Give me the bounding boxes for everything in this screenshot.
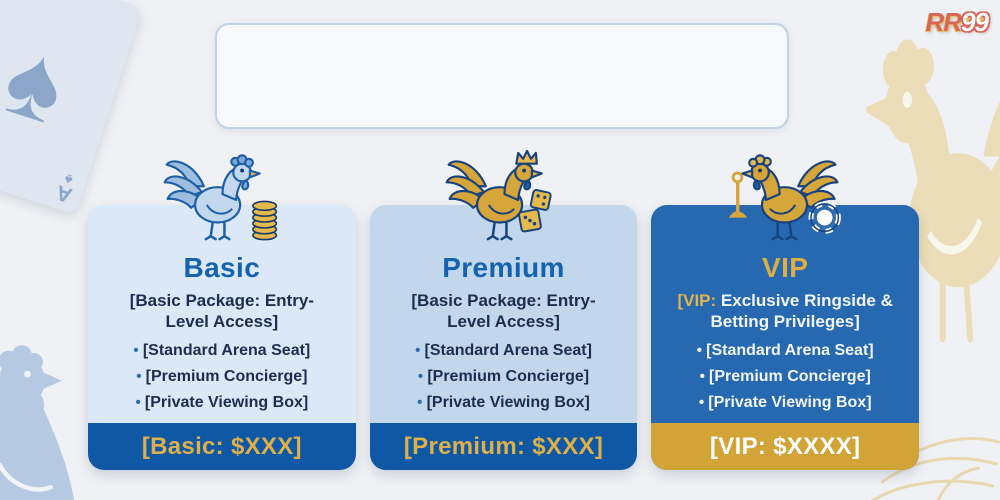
coins-icon bbox=[251, 200, 278, 241]
feature-item: [Standard Arena Seat] bbox=[370, 338, 638, 364]
card-subtitle: [VIP: Exclusive Ringside & Betting Privi… bbox=[665, 291, 905, 332]
logo-text-99: 99 bbox=[961, 7, 989, 37]
star-icon: ★ bbox=[964, 15, 971, 24]
pricing-cards: Basic [Basic Package: Entry-Level Access… bbox=[88, 149, 920, 470]
rooster-dice-icon bbox=[424, 149, 584, 249]
spade-icon: ♠ bbox=[0, 19, 80, 147]
subtitle-prefix: [VIP: bbox=[677, 291, 717, 310]
card-subtitle: [Basic Package: Entry-Level Access] bbox=[411, 291, 596, 331]
price-button-vip[interactable]: [VIP: $XXXX] bbox=[651, 423, 920, 470]
card-subtitle: [Basic Package: Entry-Level Access] bbox=[129, 291, 314, 331]
crown-icon bbox=[514, 149, 538, 165]
feature-list: [Standard Arena Seat] [Premium Concierge… bbox=[651, 338, 919, 415]
pricing-card-premium[interactable]: Premium [Basic Package: Entry-Level Acce… bbox=[369, 149, 638, 470]
header-panel bbox=[215, 23, 789, 129]
ace-of-spades-card: A ♠ ♠ A ♠ bbox=[0, 0, 143, 216]
card-title: Premium bbox=[442, 252, 565, 283]
price-button-basic[interactable]: [Basic: $XXX] bbox=[88, 423, 356, 470]
card-title: Basic bbox=[183, 252, 261, 283]
feature-item: [Private Viewing Box] bbox=[88, 390, 356, 416]
feature-item: [Private Viewing Box] bbox=[370, 390, 638, 416]
card-corner: A ♠ bbox=[0, 0, 14, 3]
feature-item: [Private Viewing Box] bbox=[651, 390, 919, 416]
rooster-coins-icon bbox=[142, 149, 302, 249]
card-title: VIP bbox=[762, 252, 809, 283]
feature-item: [Standard Arena Seat] bbox=[88, 338, 356, 364]
stanchion-icon bbox=[728, 171, 748, 218]
card-corner: A ♠ bbox=[53, 170, 78, 208]
feature-list: [Standard Arena Seat] [Premium Concierge… bbox=[88, 338, 356, 415]
pricing-card-vip[interactable]: VIP [VIP: Exclusive Ringside & Betting P… bbox=[651, 154, 920, 470]
feature-item: [Standard Arena Seat] bbox=[651, 338, 919, 364]
logo-text-rr: RR bbox=[925, 7, 963, 37]
spade-icon: ♠ bbox=[62, 170, 75, 190]
feature-item: [Premium Concierge] bbox=[651, 364, 919, 390]
card-rank: A bbox=[53, 180, 75, 208]
spade-icon: ♠ bbox=[0, 0, 6, 3]
feature-item: [Premium Concierge] bbox=[88, 364, 356, 390]
dice-icon bbox=[517, 189, 552, 233]
pricing-card-basic[interactable]: Basic [Basic Package: Entry-Level Access… bbox=[88, 154, 356, 470]
feature-list: [Standard Arena Seat] [Premium Concierge… bbox=[370, 338, 638, 415]
star-icon: ★ bbox=[978, 15, 985, 24]
rooster-chip-icon bbox=[705, 149, 865, 249]
subtitle-text: Exclusive Ringside & Betting Privileges] bbox=[710, 291, 893, 331]
casino-chip-icon bbox=[808, 201, 842, 234]
feature-item: [Premium Concierge] bbox=[370, 364, 638, 390]
price-button-premium[interactable]: [Premium: $XXX] bbox=[369, 423, 638, 470]
